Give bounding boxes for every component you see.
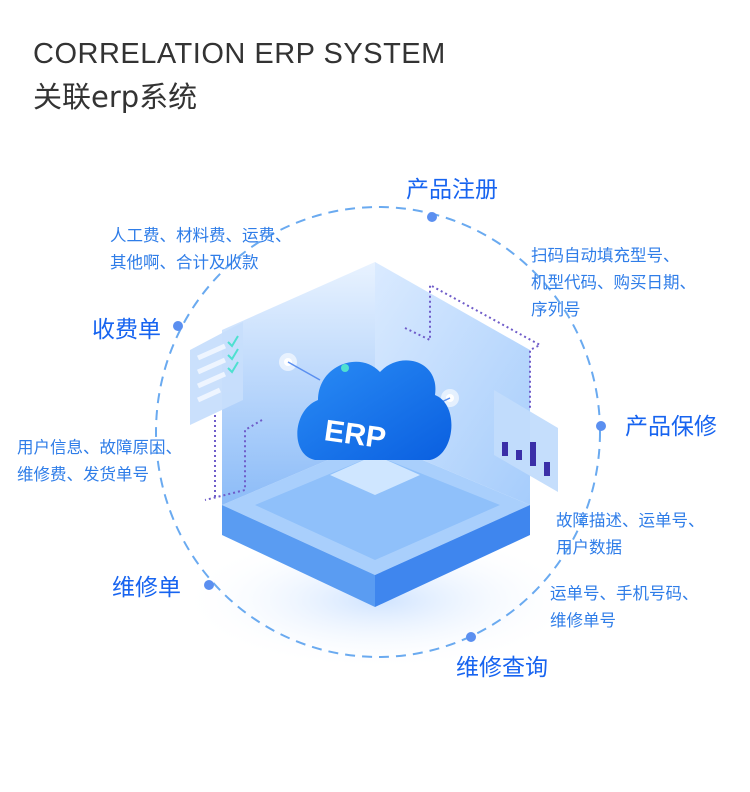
- page-title-en: CORRELATION ERP SYSTEM: [33, 38, 446, 70]
- page-title-cn: 关联erp系统: [33, 80, 198, 114]
- desc-line: 用户信息、故障原因、: [17, 438, 182, 457]
- node-dot: [173, 321, 183, 331]
- desc-line: 运单号、手机号码、: [550, 584, 699, 603]
- desc-line: 用户数据: [556, 538, 622, 557]
- desc-line: 维修费、发货单号: [17, 465, 149, 484]
- base-right: [375, 505, 530, 607]
- desc-line: 故障描述、运单号、: [556, 511, 705, 530]
- node-dot: [204, 580, 214, 590]
- desc-line: 人工费、材料费、运费、: [110, 226, 292, 245]
- node-repair-order: 维修单: [112, 575, 181, 601]
- desc-line: 机型代码、购买日期、: [531, 273, 696, 292]
- desc-line: 序列号: [531, 300, 581, 319]
- desc-line: 其他啊、合计及收款: [110, 253, 259, 272]
- base-left: [222, 505, 375, 607]
- orbit-arc: [155, 206, 601, 658]
- node-product-warranty: 产品保修: [625, 414, 717, 440]
- inner-floor: [255, 455, 500, 560]
- node-dot: [596, 421, 606, 431]
- node-repair-query: 维修查询: [456, 655, 548, 681]
- desc-line: 维修单号: [550, 611, 616, 630]
- repair-order-desc: 用户信息、故障原因、 维修费、发货单号: [17, 434, 182, 488]
- node-charge-order: 收费单: [92, 317, 161, 343]
- bar-chart-icon: [494, 390, 558, 492]
- product-warranty-desc: 故障描述、运单号、 用户数据: [556, 507, 705, 561]
- node-dot: [427, 212, 437, 222]
- node-product-registration: 产品注册: [406, 177, 498, 203]
- desc-line: 扫码自动填充型号、: [531, 246, 680, 265]
- erp-cloud-icon: [297, 360, 452, 460]
- charge-order-desc: 人工费、材料费、运费、 其他啊、合计及收款: [110, 222, 292, 276]
- repair-query-desc: 运单号、手机号码、 维修单号: [550, 580, 699, 634]
- product-registration-desc: 扫码自动填充型号、 机型代码、购买日期、 序列号: [531, 242, 696, 323]
- node-dot: [466, 632, 476, 642]
